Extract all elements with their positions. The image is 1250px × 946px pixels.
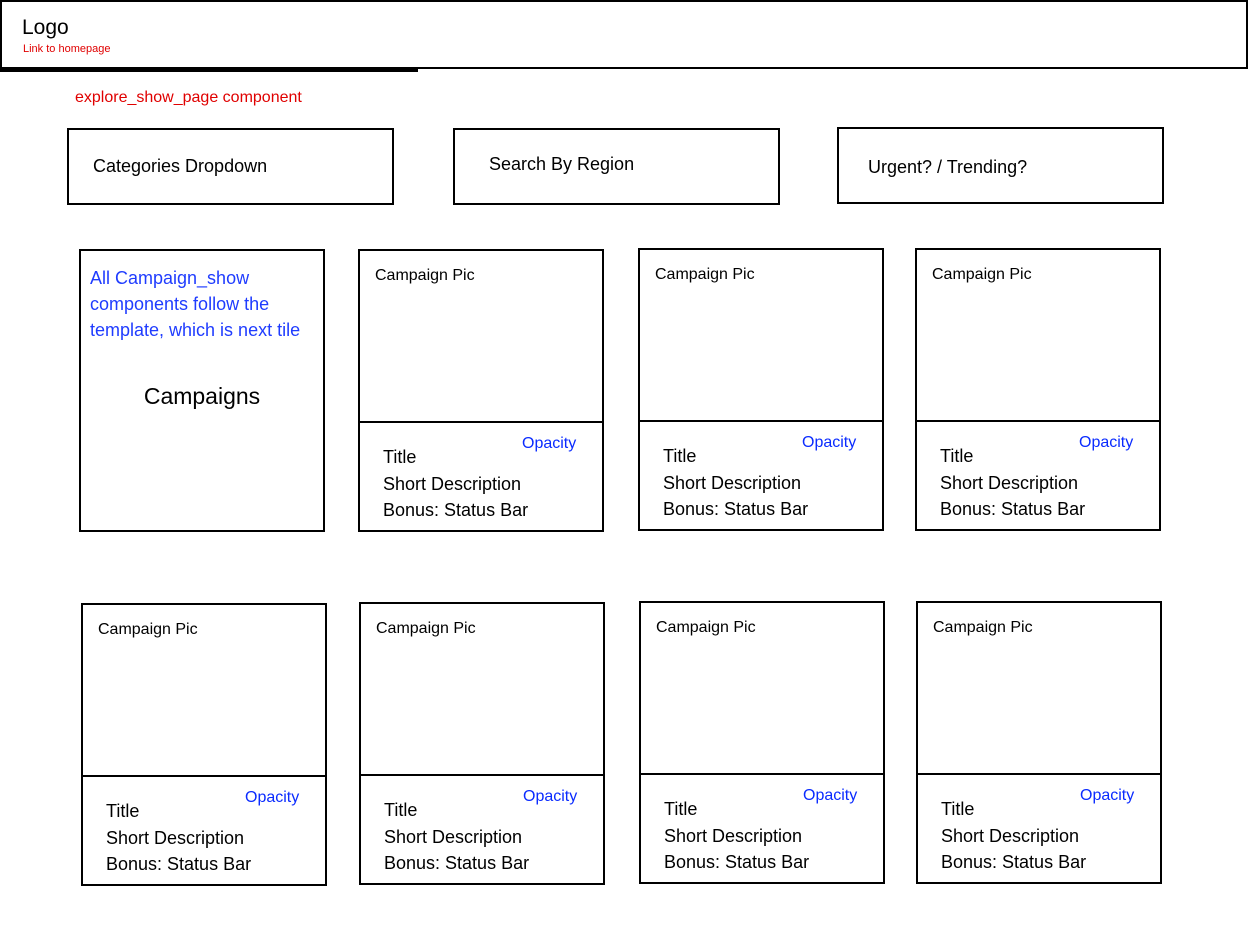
campaign-title: Title xyxy=(663,446,697,466)
campaign-description: Short Description xyxy=(940,472,1079,493)
header-divider xyxy=(0,69,418,72)
search-by-region[interactable]: Search By Region xyxy=(453,128,780,205)
campaign-pic-label: Campaign Pic xyxy=(655,266,755,283)
campaign-description: Short Description xyxy=(664,825,803,846)
opacity-annotation: Opacity xyxy=(522,435,577,452)
campaign-status: Bonus: Status Bar xyxy=(940,499,1086,519)
campaign-pic-label: Campaign Pic xyxy=(98,621,198,638)
urgent-trending-filter[interactable]: Urgent? / Trending? xyxy=(837,127,1164,204)
campaign-status: Bonus: Status Bar xyxy=(383,500,529,520)
template-note: All Campaign_show components follow the … xyxy=(90,268,301,340)
opacity-annotation: Opacity xyxy=(245,789,300,806)
campaign-pic: Campaign Pic xyxy=(640,250,882,422)
opacity-annotation: Opacity xyxy=(523,788,578,805)
component-annotation: explore_show_page component xyxy=(75,89,302,106)
campaign-description: Short Description xyxy=(663,472,802,493)
logo[interactable]: Logo xyxy=(22,16,69,39)
campaign-pic: Campaign Pic xyxy=(918,603,1160,775)
opacity-annotation: Opacity xyxy=(803,787,858,804)
campaign-card[interactable]: Campaign Pic Opacity Title Short Descrip… xyxy=(638,248,884,531)
campaign-status: Bonus: Status Bar xyxy=(106,854,252,874)
campaign-pic: Campaign Pic xyxy=(360,251,602,423)
campaign-pic: Campaign Pic xyxy=(361,604,603,776)
campaign-card[interactable]: Campaign Pic Opacity Title Short Descrip… xyxy=(81,603,327,886)
campaign-info: Title Short Description Bonus: Status Ba… xyxy=(940,443,1085,523)
campaign-pic-label: Campaign Pic xyxy=(933,619,1033,636)
categories-dropdown-label: Categories Dropdown xyxy=(93,156,268,176)
campaign-card[interactable]: Campaign Pic Opacity Title Short Descrip… xyxy=(359,602,605,885)
campaign-info: Title Short Description Bonus: Status Ba… xyxy=(383,444,528,524)
campaign-title: Title xyxy=(940,446,974,466)
campaign-pic-label: Campaign Pic xyxy=(376,620,476,637)
campaign-info: Title Short Description Bonus: Status Ba… xyxy=(663,443,808,523)
campaign-title: Title xyxy=(384,800,418,820)
campaign-title: Title xyxy=(664,799,698,819)
campaign-pic: Campaign Pic xyxy=(641,603,883,775)
categories-dropdown[interactable]: Categories Dropdown xyxy=(67,128,394,205)
campaign-description: Short Description xyxy=(384,826,523,847)
campaign-status: Bonus: Status Bar xyxy=(663,499,809,519)
campaign-info: Title Short Description Bonus: Status Ba… xyxy=(664,796,809,876)
campaign-info: Title Short Description Bonus: Status Ba… xyxy=(384,797,529,877)
campaign-pic-label: Campaign Pic xyxy=(656,619,756,636)
campaign-pic: Campaign Pic xyxy=(917,250,1159,422)
header-bar: Logo Link to homepage xyxy=(0,0,1248,69)
search-by-region-label: Search By Region xyxy=(489,154,635,174)
campaign-info: Title Short Description Bonus: Status Ba… xyxy=(106,798,251,878)
campaign-status: Bonus: Status Bar xyxy=(664,852,810,872)
campaign-card[interactable]: Campaign Pic Opacity Title Short Descrip… xyxy=(916,601,1162,884)
campaign-title: Title xyxy=(383,447,417,467)
campaigns-heading: Campaigns xyxy=(143,383,261,409)
campaign-pic: Campaign Pic xyxy=(83,605,325,777)
campaign-status: Bonus: Status Bar xyxy=(384,853,530,873)
opacity-annotation: Opacity xyxy=(1079,434,1134,451)
campaign-title: Title xyxy=(941,799,975,819)
campaign-pic-label: Campaign Pic xyxy=(932,266,1032,283)
opacity-annotation: Opacity xyxy=(1080,787,1135,804)
campaign-card[interactable]: Campaign Pic Opacity Title Short Descrip… xyxy=(915,248,1161,531)
campaign-description: Short Description xyxy=(383,473,522,494)
urgent-trending-label: Urgent? / Trending? xyxy=(868,157,1028,177)
opacity-annotation: Opacity xyxy=(802,434,857,451)
template-note-tile: All Campaign_show components follow the … xyxy=(79,249,325,532)
campaign-description: Short Description xyxy=(106,827,245,848)
campaign-info: Title Short Description Bonus: Status Ba… xyxy=(941,796,1086,876)
logo-annotation: Link to homepage xyxy=(23,43,111,55)
campaign-description: Short Description xyxy=(941,825,1080,846)
campaign-card[interactable]: Campaign Pic Opacity Title Short Descrip… xyxy=(639,601,885,884)
campaign-status: Bonus: Status Bar xyxy=(941,852,1087,872)
campaign-pic-label: Campaign Pic xyxy=(375,267,475,284)
campaign-card[interactable]: Campaign Pic Opacity Title Short Descrip… xyxy=(358,249,604,532)
campaign-title: Title xyxy=(106,801,140,821)
